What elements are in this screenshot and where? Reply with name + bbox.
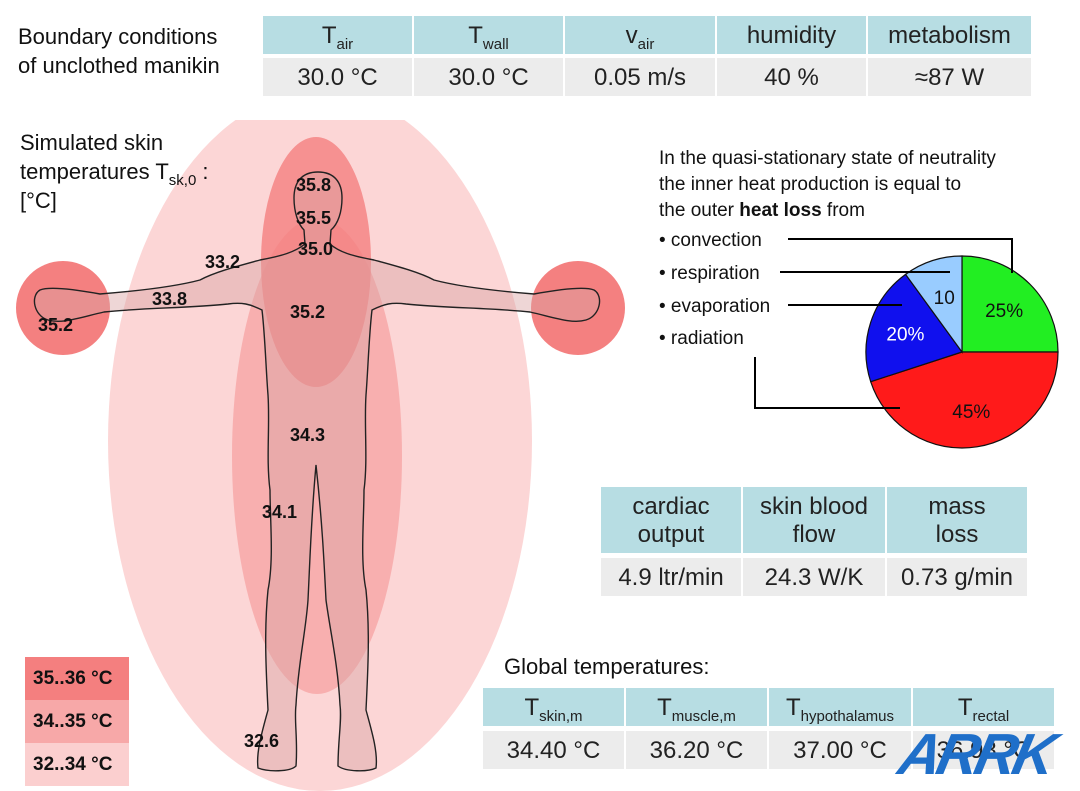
pie-slice-evaporation [865, 273, 963, 383]
header-humidity: humidity [716, 15, 867, 55]
pie-slice-convection [961, 255, 1059, 353]
value-metabolism: ≈87 W [867, 57, 1032, 97]
value-t-wall: 30.0 °C [413, 57, 564, 97]
leader-line-convection [788, 238, 1013, 273]
pie-slice-respiration [904, 255, 963, 354]
pie-label-radiation: 45% [952, 402, 990, 423]
heat-loss-text: In the quasi-stationary state of neutral… [659, 148, 996, 221]
global-temperatures-title: Global temperatures: [504, 654, 710, 679]
heat-loss-pie-chart: 25% 45% 20% 10 [865, 255, 1059, 449]
leader-lines [754, 238, 1013, 409]
body-silhouette [33, 171, 601, 772]
value-mass-loss: 0.73 g/min [886, 557, 1028, 597]
temp-label-chest: 35.2 [290, 302, 326, 322]
temp-label-abdomen: 34.3 [290, 425, 326, 445]
header-v-air: vair [564, 15, 716, 55]
pie-label-convection: 25% [985, 301, 1023, 322]
heat-loss-item-radiation: • radiation [659, 328, 744, 349]
header-t-air: Tair [262, 15, 413, 55]
arrk-logo: ARRK [893, 722, 1059, 787]
header-t-wall: Twall [413, 15, 564, 55]
pie-label-evaporation: 20% [886, 325, 924, 346]
value-skin-blood-flow: 24.3 W/K [742, 557, 886, 597]
value-t-rectal: 36.98 °C [912, 730, 1055, 770]
pie-slice-radiation [869, 351, 1059, 449]
value-v-air: 0.05 m/s [564, 57, 716, 97]
header-t-hypothalamus: Thypothalamus [768, 687, 912, 727]
leader-line-radiation [754, 357, 900, 409]
zone-core [261, 137, 371, 387]
temp-label-neck: 35.0 [298, 239, 334, 259]
zone-left-hand [16, 261, 110, 355]
header-t-rectal: Trectal [912, 687, 1055, 727]
zone-right-hand [531, 261, 625, 355]
temp-label-hand: 35.2 [38, 315, 74, 335]
legend-34-35: 34..35 °C [25, 700, 129, 743]
pie-label-respiration: 10 [934, 288, 955, 309]
value-cardiac-output: 4.9 ltr/min [600, 557, 742, 597]
boundary-title: Boundary conditions of unclothed manikin [18, 24, 220, 78]
legend-32-34: 32..34 °C [25, 743, 129, 786]
temp-label-foot: 32.6 [244, 731, 280, 751]
temp-label-thigh: 34.1 [262, 502, 298, 522]
temp-label-upper-arm: 33.8 [152, 289, 188, 309]
skin-title: Simulated skin temperatures Tsk,0 : [°C] [20, 130, 209, 213]
heat-loss-item-respiration: • respiration [659, 263, 760, 284]
header-metabolism: metabolism [867, 15, 1032, 55]
temp-label-head-top: 35.8 [296, 175, 332, 195]
legend-35-36: 35..36 °C [25, 657, 129, 700]
temp-label-face: 35.5 [296, 208, 332, 228]
heat-loss-item-evaporation: • evaporation [659, 296, 771, 317]
value-t-air: 30.0 °C [262, 57, 413, 97]
value-humidity: 40 % [716, 57, 867, 97]
body-diagram [16, 120, 625, 791]
header-t-skin-m: Tskin,m [482, 687, 625, 727]
value-t-skin-m: 34.40 °C [482, 730, 625, 770]
value-t-muscle-m: 36.20 °C [625, 730, 768, 770]
value-t-hypothalamus: 37.00 °C [768, 730, 912, 770]
temp-label-shoulder: 33.2 [205, 252, 241, 272]
header-t-muscle-m: Tmuscle,m [625, 687, 768, 727]
heat-loss-item-convection: • convection [659, 230, 762, 251]
